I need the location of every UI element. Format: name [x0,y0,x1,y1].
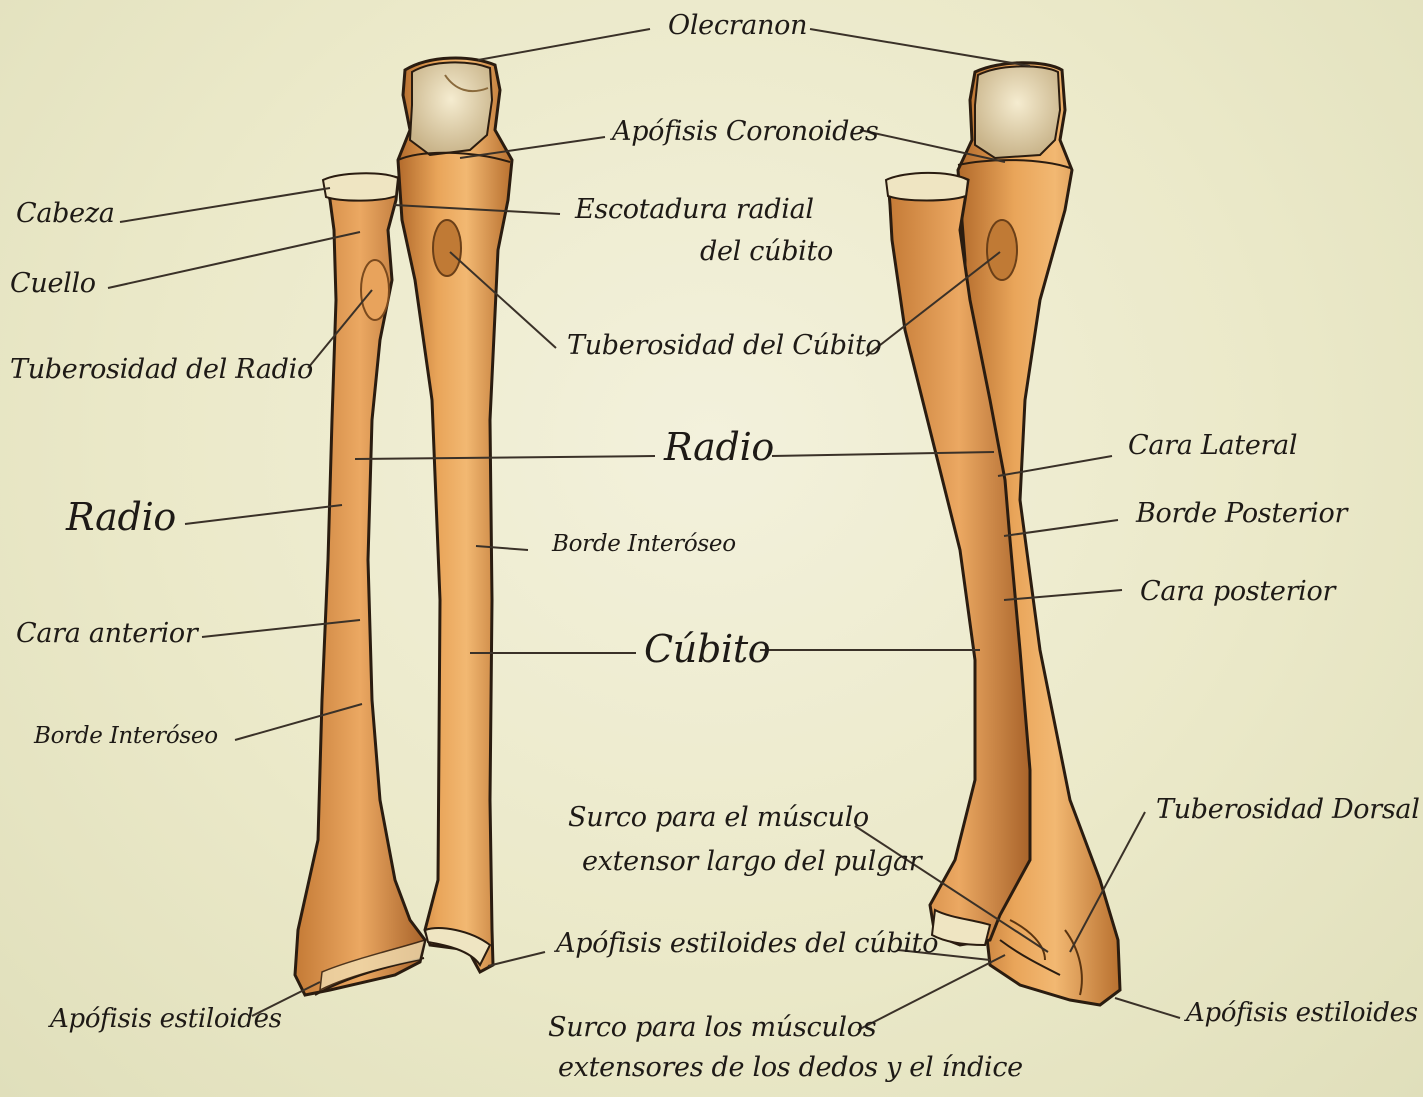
label-borde-posterior: Borde Posterior [1136,500,1347,528]
label-apofisis-estiloides-cubito: Apófisis estiloides del cúbito [556,930,938,958]
label-escotadura-1: Escotadura radial [575,196,814,224]
label-tuberosidad-dorsal: Tuberosidad Dorsal [1156,796,1420,824]
left-ulna [398,58,512,972]
label-radio-left: Radio [66,498,176,538]
label-apofisis-coronoides: Apófisis Coronoides [612,118,878,146]
label-surco-pulgar-2: extensor largo del pulgar [582,848,921,876]
label-tuberosidad-radio: Tuberosidad del Radio [10,356,313,384]
label-surco-pulgar-1: Surco para el músculo [568,804,869,832]
label-olecranon: Olecranon [668,12,807,40]
label-surco-dedos-1: Surco para los músculos [548,1014,876,1042]
label-cara-anterior: Cara anterior [16,620,197,648]
label-apofisis-estiloides-left: Apófisis estiloides [50,1006,282,1033]
label-tuberosidad-cubito: Tuberosidad del Cúbito [567,332,882,360]
label-radio-center: Radio [664,428,774,468]
label-borde-interoseo-left: Borde Interóseo [34,724,218,748]
label-cara-lateral: Cara Lateral [1128,432,1297,460]
label-cara-posterior: Cara posterior [1140,578,1335,606]
label-cubito-center: Cúbito [644,630,770,670]
label-surco-dedos-2: extensores de los dedos y el índice [558,1054,1023,1082]
left-radius [295,173,425,995]
label-borde-interoseo-center: Borde Interóseo [552,532,736,556]
label-apofisis-estiloides-right: Apófisis estiloides [1186,1000,1418,1027]
label-escotadura-2: del cúbito [700,238,833,266]
label-cabeza: Cabeza [16,200,115,228]
label-cuello: Cuello [10,270,96,298]
